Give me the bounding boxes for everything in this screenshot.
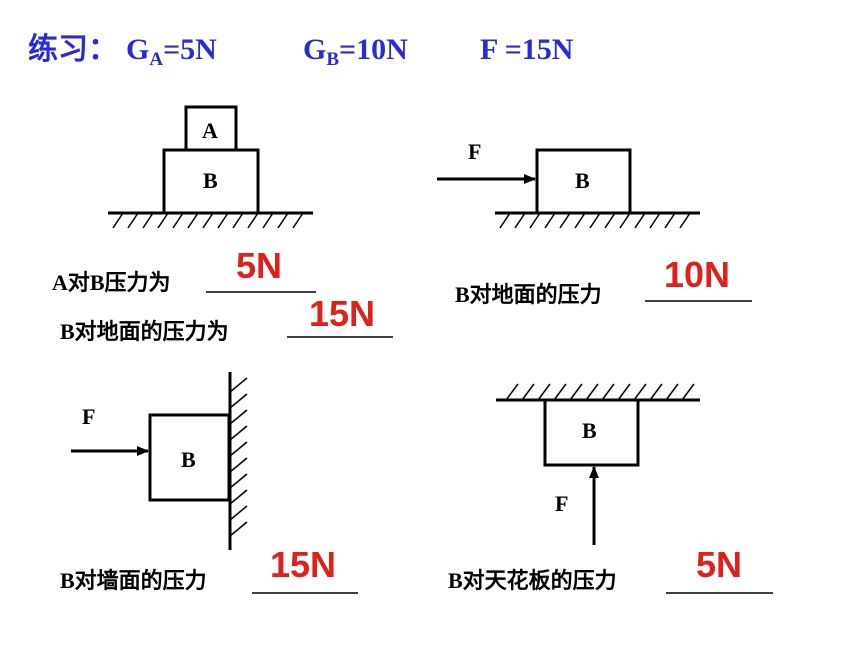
block-b [148, 413, 231, 502]
force-label: F [82, 404, 95, 429]
block-b [535, 148, 632, 215]
block-b-label: B [582, 418, 597, 443]
question-4: B对墙面的压力 15N [60, 544, 358, 594]
title-f: F =15N [480, 33, 574, 66]
force-label: F [468, 139, 481, 164]
question-text: A对B压力为 [52, 270, 171, 295]
title-gb: GB=10N [303, 33, 408, 70]
question-3: B对地面的压力 10N [455, 254, 752, 307]
title-ga: GA=5N [126, 33, 217, 70]
block-b-label: B [575, 168, 590, 193]
question-2: B对地面的压力为 15N [60, 293, 393, 344]
title-gb-val: =10N [339, 33, 408, 66]
question-1: A对B压力为 5N [52, 245, 316, 295]
title-ga-g: G [126, 33, 149, 66]
block-b-label: B [181, 447, 196, 472]
answer: 15N [270, 544, 336, 585]
block-a-label: A [202, 118, 218, 143]
answer: 10N [664, 254, 730, 295]
question-text: B对天花板的压力 [448, 568, 617, 593]
diagram-wall-push: F B [71, 372, 248, 550]
ceiling-hatch [505, 383, 695, 401]
title-ga-val: =5N [163, 33, 217, 66]
wall-hatch [229, 377, 248, 537]
title-gb-g: G [303, 33, 326, 66]
force-label: F [555, 491, 568, 516]
block-b [543, 398, 640, 467]
diagram-horizontal-push: F B [437, 139, 700, 229]
answer: 5N [236, 245, 282, 286]
ground-hatch [499, 212, 691, 229]
answer: 5N [696, 544, 742, 585]
title-ga-sub: A [149, 49, 163, 70]
title-prefix: 练习： [28, 32, 118, 66]
question-5: B对天花板的压力 5N [448, 544, 773, 594]
answer: 15N [309, 293, 375, 334]
diagram-stacked-blocks: A B [108, 105, 313, 229]
question-text: B对墙面的压力 [60, 568, 207, 593]
diagram-ceiling-push: B F [496, 383, 700, 545]
block-b-label: B [203, 168, 218, 193]
ground-hatch [112, 212, 304, 229]
title-gb-sub: B [326, 49, 339, 70]
question-text: B对地面的压力 [455, 282, 602, 307]
question-text: B对地面的压力为 [60, 319, 229, 344]
